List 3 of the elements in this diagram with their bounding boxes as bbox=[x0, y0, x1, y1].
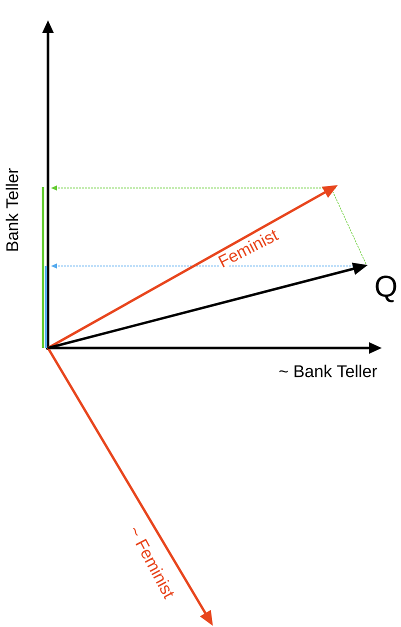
axis-label: Bank Teller bbox=[4, 166, 20, 254]
axis-label: ~ Bank Teller bbox=[278, 364, 378, 378]
axis-label: Q bbox=[373, 274, 399, 304]
